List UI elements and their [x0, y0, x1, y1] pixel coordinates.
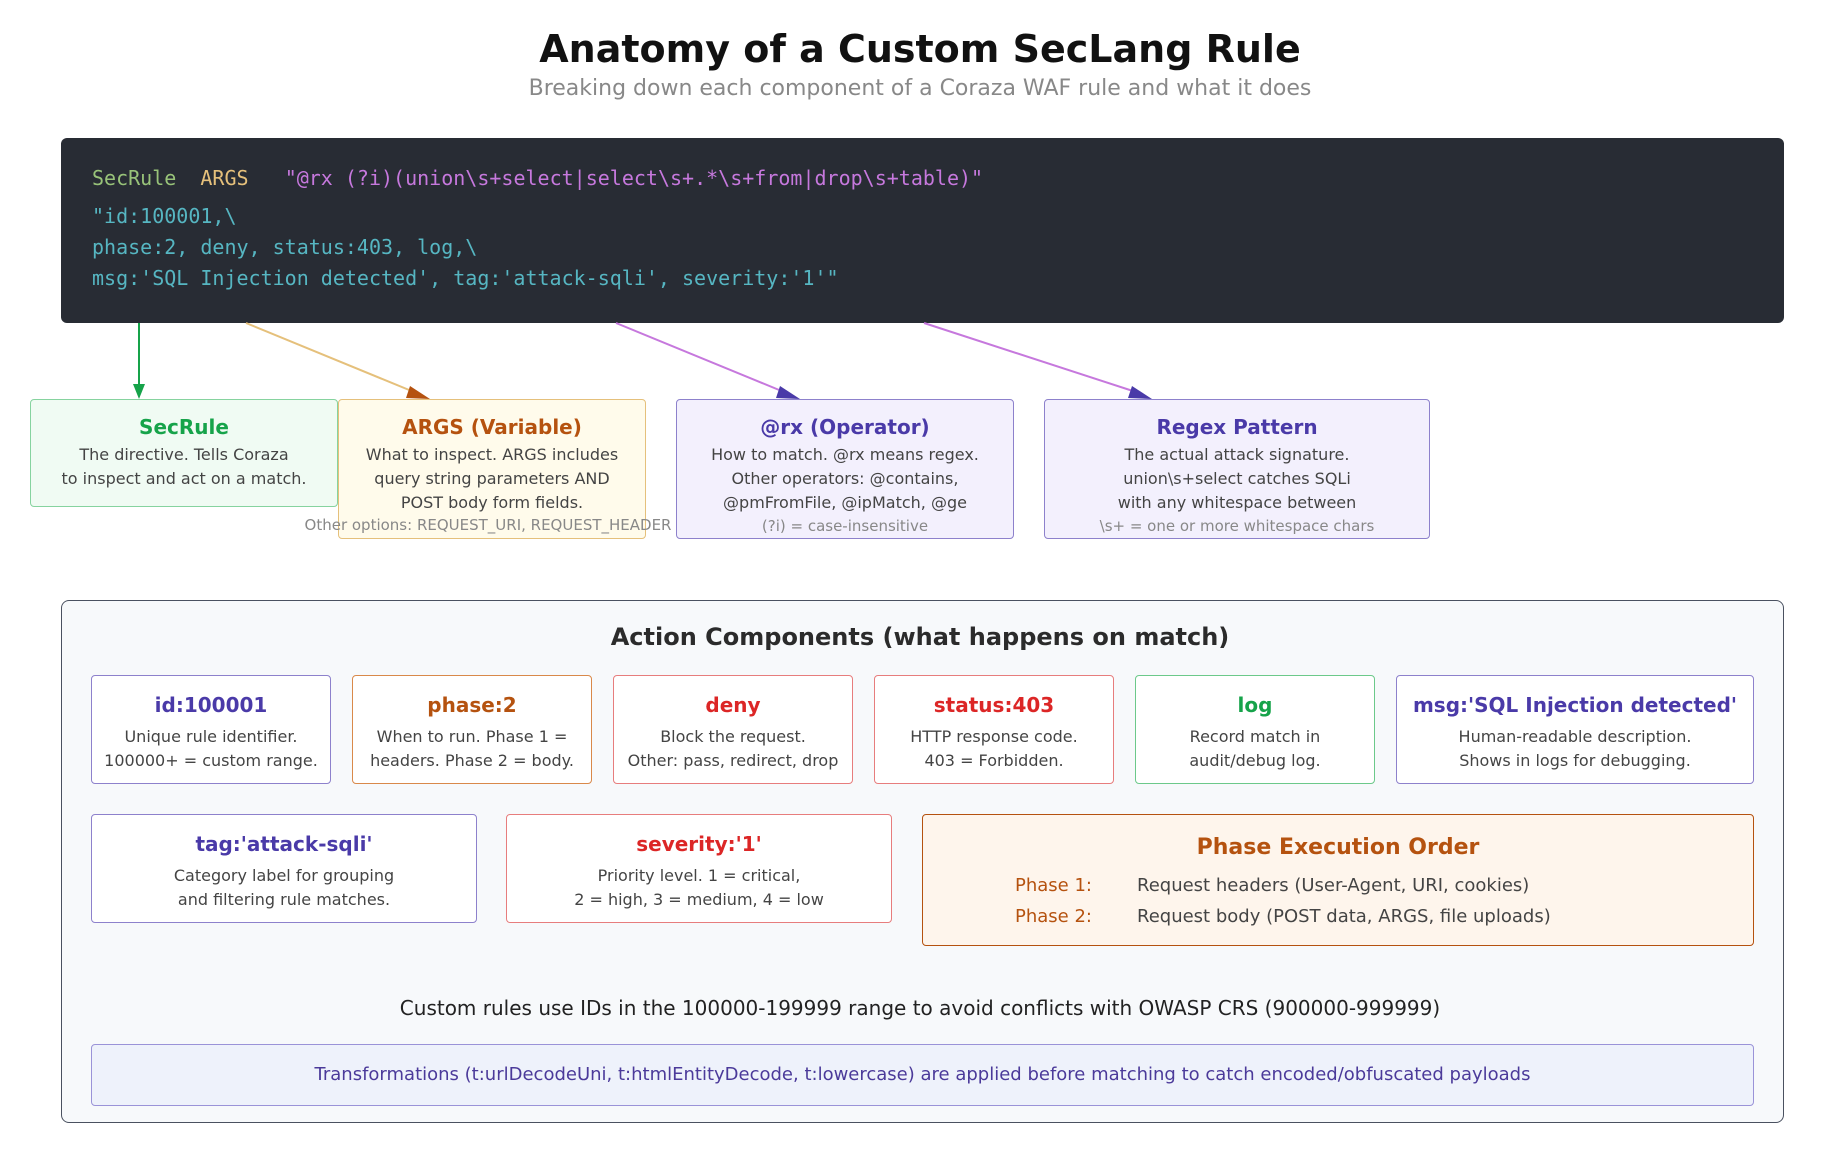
action-card-line: Block the request. — [660, 727, 806, 746]
operator-card: @rx (Operator) How to match. @rx means r… — [676, 399, 1014, 539]
phase-2-desc: Request body (POST data, ARGS, file uplo… — [1137, 906, 1551, 927]
action-card-title: severity:'1' — [636, 832, 762, 856]
operator-card-line-1: How to match. @rx means regex. — [711, 445, 979, 464]
action-card-line: 403 = Forbidden. — [924, 751, 1064, 770]
regex-card-line-1: The actual attack signature. — [1124, 445, 1350, 464]
args-card-title: ARGS (Variable) — [402, 415, 582, 439]
code-variable: ARGS — [200, 166, 249, 190]
action-card-line: HTTP response code. — [910, 727, 1078, 746]
arrow-head-regex — [1128, 386, 1152, 399]
action-card-line: Category label for grouping — [173, 866, 395, 885]
operator-card-line-3: @pmFromFile, @ipMatch, @ge — [723, 493, 967, 512]
arrow-head-operator — [776, 386, 800, 399]
action-card-title: deny — [705, 693, 761, 717]
regex-card-title: Regex Pattern — [1156, 415, 1318, 439]
action-card-line: Human-readable description. — [1458, 727, 1692, 746]
action-card-severity: severity:'1' Priority level. 1 = critica… — [506, 814, 892, 923]
code-line-4: msg:'SQL Injection detected', tag:'attac… — [92, 266, 839, 290]
action-card-title: msg:'SQL Injection detected' — [1412, 693, 1738, 717]
action-card-title: phase:2 — [427, 693, 517, 717]
action-card-title: status:403 — [933, 693, 1055, 717]
phase-2-label: Phase 2: — [1015, 906, 1092, 927]
id-range-footnote: Custom rules use IDs in the 100000-19999… — [399, 996, 1441, 1020]
arrow-args — [245, 322, 415, 393]
regex-card-note: \s+ = one or more whitespace chars — [1099, 517, 1375, 535]
operator-card-note: (?i) = case-insensitive — [761, 517, 929, 535]
arrow-operator — [615, 322, 785, 393]
operator-card-line-2: Other operators: @contains, — [731, 469, 959, 488]
action-card-line: Unique rule identifier. — [124, 727, 298, 746]
action-card-status: status:403 HTTP response code. 403 = For… — [874, 675, 1114, 784]
page-subtitle: Breaking down each component of a Coraza… — [528, 76, 1312, 101]
regex-card: Regex Pattern The actual attack signatur… — [1044, 399, 1430, 539]
action-card-line: audit/debug log. — [1189, 751, 1321, 770]
code-line-1: SecRule ARGS "@rx (?i)(union\s+select|se… — [92, 166, 983, 190]
action-card-line: 100000+ = custom range. — [104, 751, 318, 770]
args-card-line-3: POST body form fields. — [400, 493, 584, 512]
connector-arrows — [133, 322, 1152, 399]
action-card-line: Shows in logs for debugging. — [1459, 751, 1691, 770]
phase-order-title: Phase Execution Order — [1196, 835, 1480, 860]
phase-1-label: Phase 1: — [1015, 875, 1092, 896]
action-card-deny: deny Block the request. Other: pass, red… — [613, 675, 853, 784]
action-card-line: Record match in — [1189, 727, 1321, 746]
secrule-card-line-2: to inspect and act on a match. — [61, 469, 307, 488]
args-card-line-2: query string parameters AND — [374, 469, 610, 488]
regex-card-line-3: with any whitespace between — [1117, 493, 1357, 512]
secrule-card-title: SecRule — [139, 415, 229, 439]
phase-1-desc: Request headers (User-Agent, URI, cookie… — [1137, 875, 1530, 896]
action-card-line: Priority level. 1 = critical, — [597, 866, 801, 885]
arrow-regex — [923, 322, 1137, 393]
code-operator: "@rx (?i)(union\s+select|select\s+.*\s+f… — [284, 166, 984, 190]
action-card-id: id:100001 Unique rule identifier. 100000… — [91, 675, 331, 784]
action-card-msg: msg:'SQL Injection detected' Human-reada… — [1396, 675, 1754, 784]
arrow-head-args — [406, 386, 430, 399]
code-line-3: phase:2, deny, status:403, log,\ — [92, 235, 478, 259]
page-title: Anatomy of a Custom SecLang Rule — [539, 27, 1301, 71]
action-card-phase: phase:2 When to run. Phase 1 = headers. … — [352, 675, 592, 784]
action-card-line: When to run. Phase 1 = — [376, 727, 568, 746]
action-card-line: and filtering rule matches. — [177, 890, 391, 909]
args-card-line-1: What to inspect. ARGS includes — [365, 445, 619, 464]
action-card-title: log — [1237, 693, 1273, 717]
code-line-2: "id:100001,\ — [92, 204, 237, 228]
regex-card-line-2: union\s+select catches SQLi — [1123, 469, 1351, 488]
action-card-tag: tag:'attack-sqli' Category label for gro… — [91, 814, 477, 923]
action-card-line: 2 = high, 3 = medium, 4 = low — [574, 890, 824, 909]
action-card-log: log Record match in audit/debug log. — [1135, 675, 1375, 784]
secrule-card-line-1: The directive. Tells Coraza — [79, 445, 289, 464]
arrow-head-secrule — [133, 384, 145, 399]
action-card-title: id:100001 — [154, 693, 268, 717]
code-directive: SecRule — [92, 166, 177, 190]
action-card-line: Other: pass, redirect, drop — [627, 751, 839, 770]
transformations-note: Transformations (t:urlDecodeUni, t:htmlE… — [91, 1044, 1754, 1106]
phase-execution-order-box: Phase Execution Order Phase 1: Request h… — [922, 814, 1754, 946]
secrule-card: SecRule The directive. Tells Coraza to i… — [30, 399, 338, 507]
action-card-line: headers. Phase 2 = body. — [370, 751, 574, 770]
args-card: ARGS (Variable) What to inspect. ARGS in… — [338, 399, 646, 539]
operator-card-title: @rx (Operator) — [760, 415, 930, 439]
args-card-note: Other options: REQUEST_URI, REQUEST_HEAD… — [304, 516, 672, 534]
code-block: SecRule ARGS "@rx (?i)(union\s+select|se… — [61, 138, 1784, 323]
action-card-title: tag:'attack-sqli' — [195, 832, 373, 856]
action-components-title: Action Components (what happens on match… — [610, 623, 1230, 651]
